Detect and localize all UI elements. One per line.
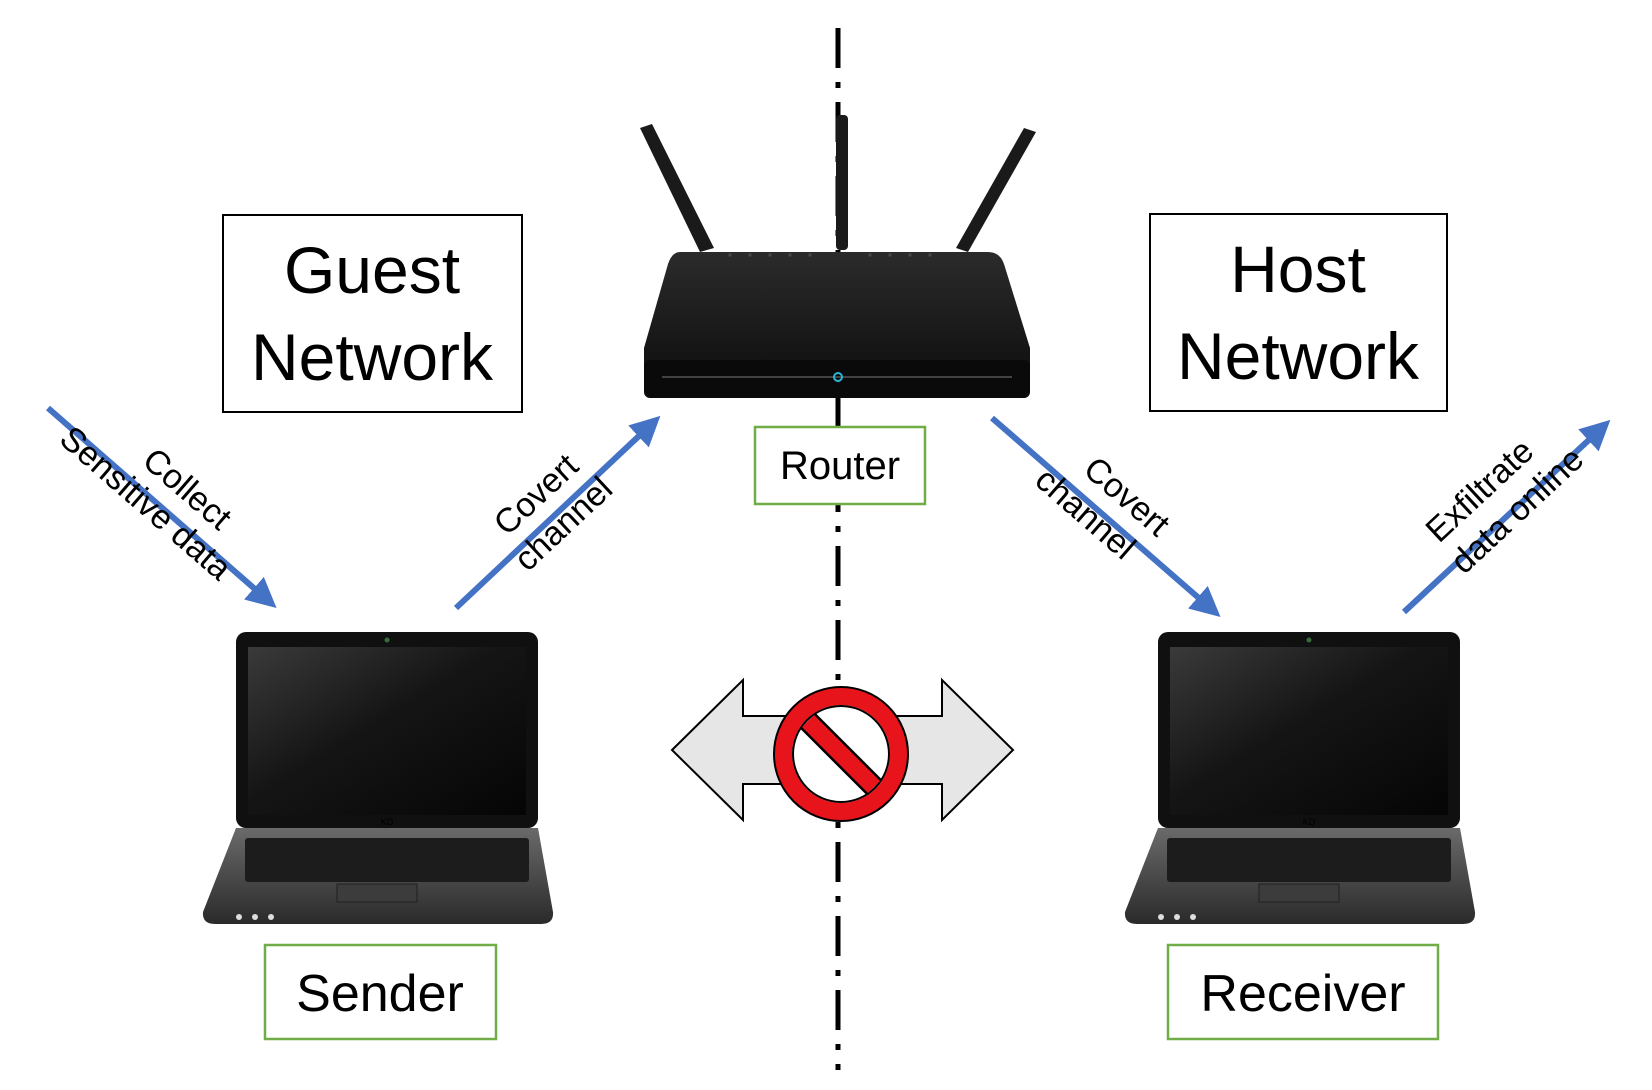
- host-network-line2: Network: [1177, 319, 1420, 393]
- receiver-label: Receiver: [1200, 965, 1405, 1023]
- prohibition-icon: [773, 686, 909, 822]
- laptop-icon: KD: [1124, 632, 1476, 924]
- collect-data-arrow: [46, 405, 277, 608]
- covert-channel-right-arrow: [990, 415, 1221, 617]
- host-network-box: Host Network: [1149, 213, 1448, 412]
- receiver-label-box: Receiver: [1166, 943, 1440, 1041]
- covert-channel-left-arrow: [453, 415, 661, 611]
- sender-label-box: Sender: [263, 943, 498, 1041]
- router-label: Router: [780, 444, 900, 488]
- exfiltrate-arrow: [1401, 419, 1611, 615]
- guest-network-box: Guest Network: [222, 214, 523, 413]
- guest-network-line1: Guest: [284, 233, 460, 307]
- router-icon: [640, 115, 1036, 398]
- router-label-box: Router: [753, 425, 927, 506]
- laptop-brand: KD: [1303, 817, 1316, 827]
- sender-label: Sender: [296, 965, 464, 1023]
- host-network-line1: Host: [1230, 232, 1366, 306]
- laptop-brand: KD: [381, 817, 394, 827]
- guest-network-line2: Network: [251, 320, 494, 394]
- laptop-icon: KD: [202, 632, 554, 924]
